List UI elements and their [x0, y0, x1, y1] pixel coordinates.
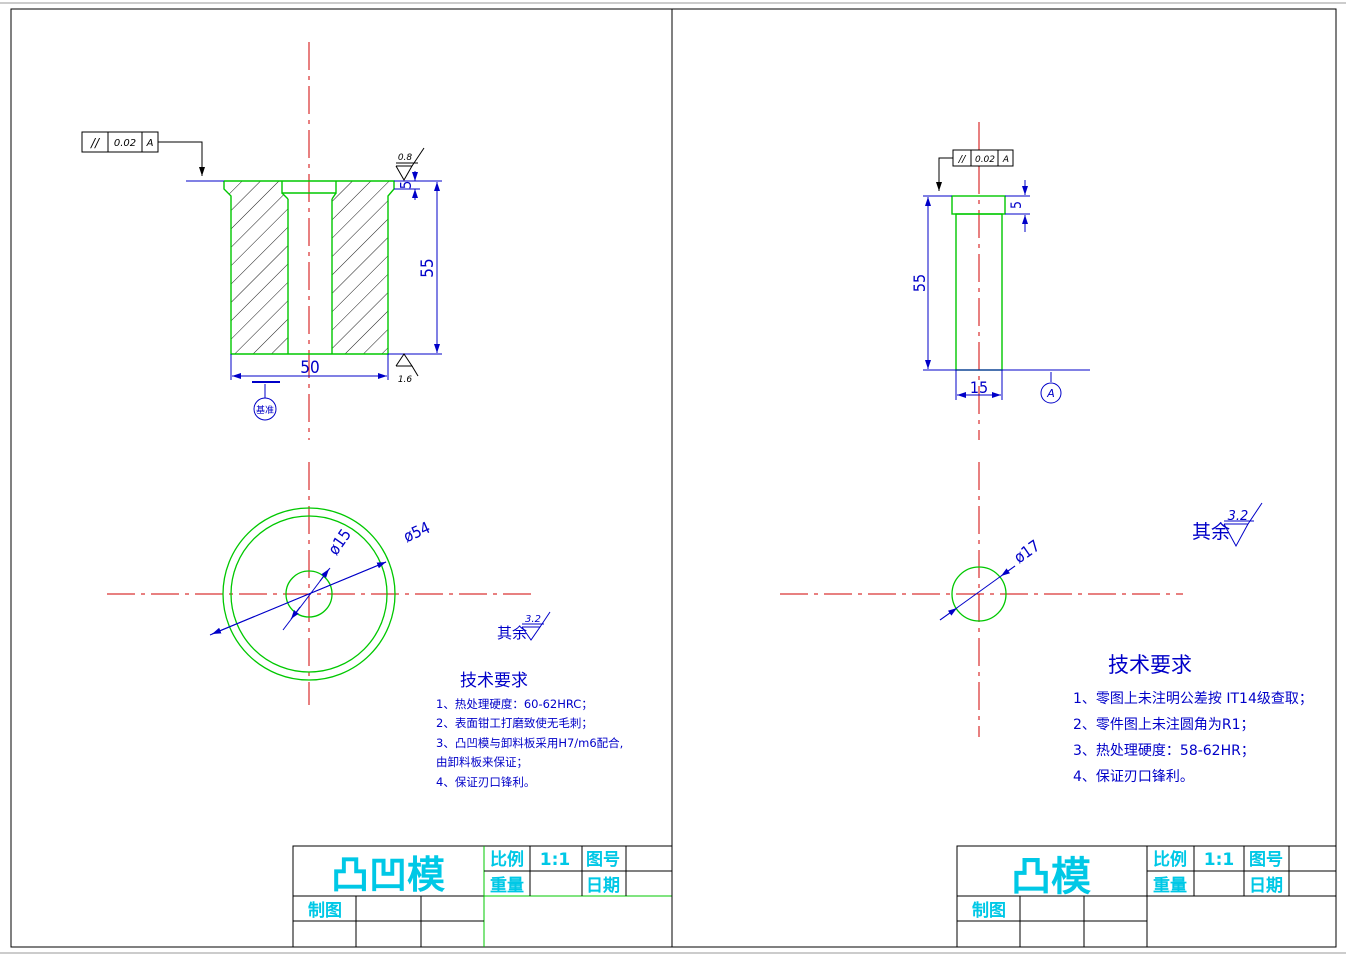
left-tolerance-frame: // 0.02 A: [81, 131, 224, 182]
date-label: 日期: [586, 876, 620, 896]
tech-item: 由卸料板来保证；: [436, 755, 528, 769]
right-dim-5: [1005, 180, 1030, 232]
drawing-no-label: 图号: [1249, 850, 1283, 870]
weight-label: 重量: [490, 875, 524, 896]
tech-item: 2、表面钳工打磨致使无毛刺；: [436, 716, 593, 730]
dim-height: 55: [418, 258, 438, 277]
roughness-other-label: 其余: [497, 624, 527, 642]
scale-value: 1:1: [540, 850, 570, 870]
right-title-block: [956, 845, 1337, 948]
tech-item: 4、保证刃口锋利。: [1073, 769, 1194, 785]
right-tech-items: 1、零图上未注明公差按 IT14级查取； 2、零件图上未注圆角为R1； 3、热处…: [1073, 691, 1313, 785]
part-name: 凸模: [1011, 854, 1091, 900]
tech-title: 技术要求: [460, 671, 528, 691]
date-label: 日期: [1249, 876, 1283, 896]
tech-item: 1、热处理硬度：60-62HRC；: [436, 697, 593, 711]
part-name: 凸凹模: [331, 853, 445, 897]
left-dim-50: [230, 354, 389, 380]
datum-ref: A: [146, 138, 154, 149]
left-roughness-other: [521, 611, 551, 641]
right-roughness-other: [1223, 502, 1263, 548]
scale-label: 比例: [1153, 849, 1187, 870]
right-datum-symbol: [1040, 372, 1062, 404]
right-plan-circle: [951, 566, 1007, 622]
dim-width: 15: [970, 378, 988, 397]
tech-item: 1、零图上未注明公差按 IT14级查取；: [1073, 691, 1313, 707]
left-center-lines: [107, 42, 537, 705]
left-title-block: [292, 845, 673, 948]
dim-dia: ø17: [1010, 536, 1043, 567]
tech-item: 4、保证刃口锋利。: [436, 775, 535, 789]
left-section-view: [223, 180, 395, 355]
right-tolerance-frame: // 0.02 A: [936, 149, 1014, 191]
dim-bore-dia: ø15: [324, 525, 355, 558]
dim-height: 55: [910, 274, 929, 292]
left-dim-55: [388, 180, 442, 355]
drawn-by-label: 制图: [972, 900, 1006, 921]
left-plan-view: [222, 507, 396, 681]
left-roughness-bottom: [395, 353, 419, 377]
dim-width: 50: [300, 358, 319, 378]
scale-label: 比例: [490, 849, 524, 870]
right-dia-leaders: [939, 565, 1016, 621]
left-roughness-top: [395, 147, 425, 182]
parallelism-symbol: //: [90, 136, 101, 150]
right-center-lines: [780, 122, 1183, 737]
left-datum-symbol: [252, 381, 280, 421]
tolerance-value: 0.02: [975, 155, 995, 165]
weight-label: 重量: [1153, 875, 1187, 896]
left-sheet: // 0.02 A 0.8 5 55: [10, 8, 673, 948]
tech-item: 3、凸凹模与卸料板采用H7/m6配合,: [436, 736, 623, 750]
right-dim-15: [955, 370, 1003, 400]
roughness-bottom-value: 1.6: [398, 375, 413, 385]
tech-item: 3、热处理硬度：58-62HR；: [1073, 743, 1255, 759]
right-sheet: // 0.02 A 5 55 15: [671, 8, 1337, 948]
left-dia-leaders: [209, 561, 387, 636]
dim-outer-dia: ø54: [401, 518, 434, 546]
datum-label: A: [1046, 387, 1055, 400]
roughness-top-value: 0.8: [398, 153, 413, 163]
left-tech-items: 1、热处理硬度：60-62HRC； 2、表面钳工打磨致使无毛刺； 3、凸凹模与卸…: [436, 697, 623, 789]
tolerance-value: 0.02: [114, 138, 136, 149]
dim-step-height: 5: [397, 181, 415, 190]
datum-label: 基准: [256, 404, 274, 416]
tech-title: 技术要求: [1108, 653, 1192, 677]
dim-step-height: 5: [1009, 201, 1025, 209]
roughness-other-value: 3.2: [525, 614, 541, 625]
roughness-other-label: 其余: [1192, 521, 1230, 543]
scale-value: 1:1: [1204, 850, 1234, 870]
roughness-other-value: 3.2: [1228, 509, 1249, 524]
tech-item: 2、零件图上未注圆角为R1；: [1073, 717, 1255, 733]
datum-ref: A: [1002, 155, 1009, 165]
parallelism-symbol: //: [958, 154, 967, 165]
drawing-no-label: 图号: [586, 850, 620, 870]
drawn-by-label: 制图: [308, 900, 342, 921]
